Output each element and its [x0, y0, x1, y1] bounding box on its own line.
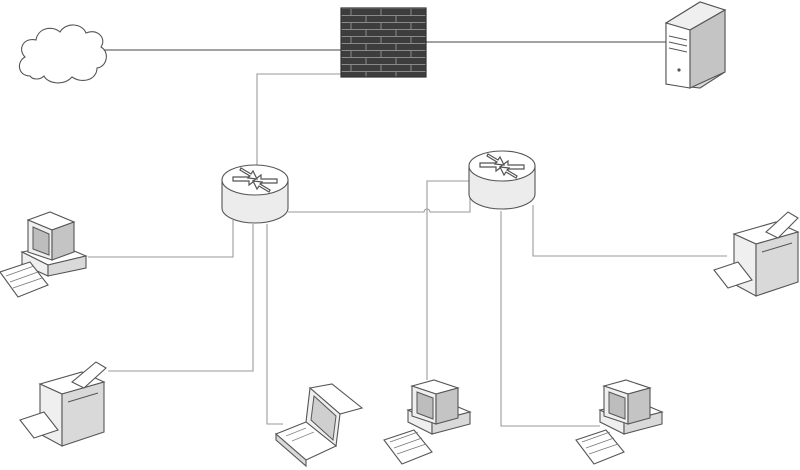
printer-icon [713, 211, 800, 297]
firewall-icon [340, 7, 427, 78]
link-router-2-desktop-right [500, 211, 600, 427]
link-router-1-router-2 [288, 196, 471, 213]
router-icon [221, 164, 289, 224]
server-icon [664, 1, 727, 89]
link-firewall-router-1 [256, 73, 341, 165]
desktop-computer-icon [575, 379, 664, 465]
link-router-2-desktop-center [426, 180, 470, 380]
printer-icon [19, 361, 107, 447]
cloud-icon [18, 24, 107, 84]
desktop-computer-icon [383, 379, 472, 465]
link-router-2-printer-right [532, 205, 727, 257]
router-icon [468, 150, 536, 210]
laptop-icon [274, 383, 364, 468]
desktop-computer-icon [0, 211, 88, 298]
link-router-1-desktop-left [88, 220, 234, 258]
connections [88, 41, 727, 427]
link-router-1-laptop [266, 224, 283, 425]
link-router-1-printer-left [108, 224, 254, 372]
